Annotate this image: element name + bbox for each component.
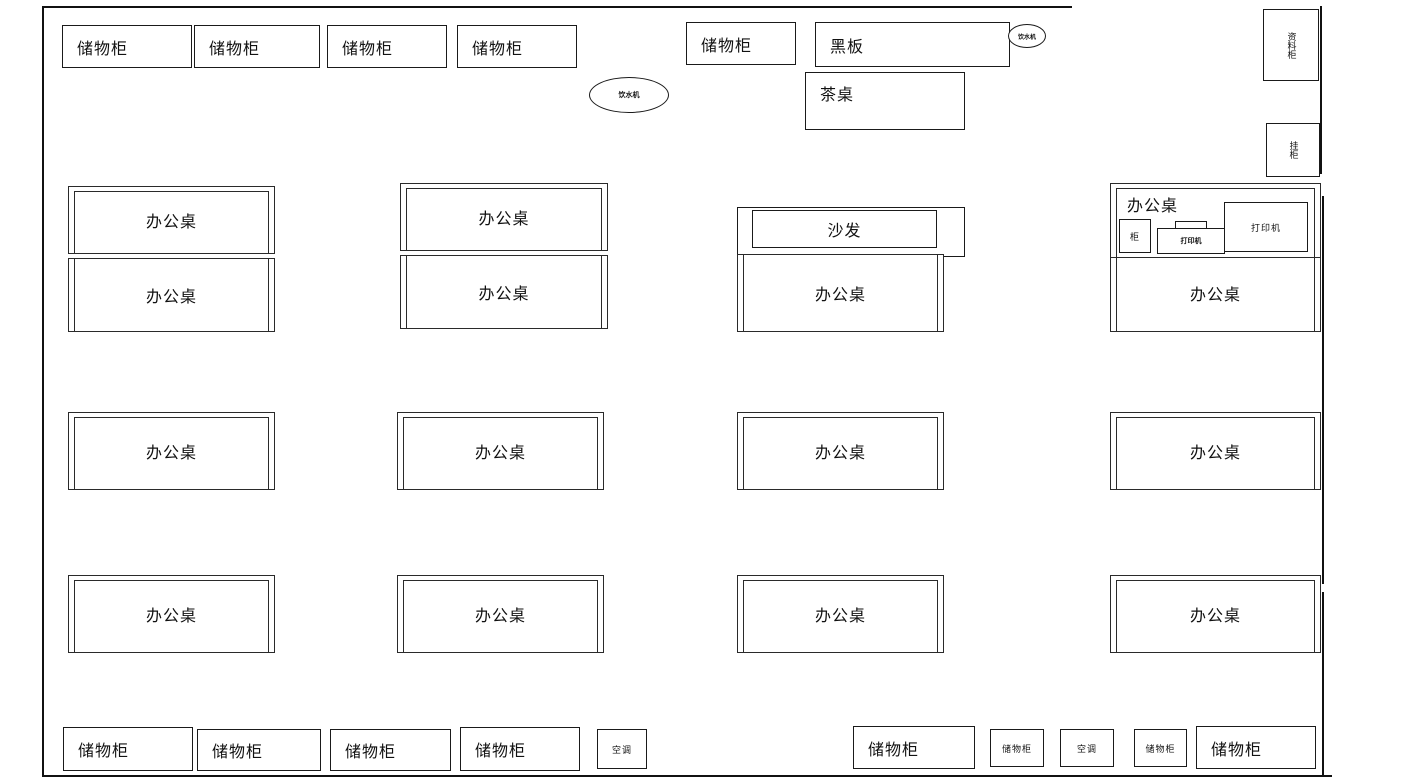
office-desk-label: 办公桌 bbox=[474, 443, 526, 462]
bottom-left-unit-label: 储物柜 bbox=[78, 741, 130, 760]
sofa[interactable]: 沙发 bbox=[752, 210, 937, 248]
bottom-right-unit-1[interactable]: 储物柜 bbox=[990, 729, 1044, 767]
office-desk-label: 办公桌 bbox=[145, 212, 197, 231]
bottom-right-unit-4[interactable]: 储物柜 bbox=[1196, 726, 1316, 769]
right-wall-upper bbox=[1320, 6, 1322, 174]
bottom-right-unit-label: 储物柜 bbox=[868, 739, 920, 759]
right-wall-mid bbox=[1322, 196, 1324, 584]
water-dispenser-label: 饮水机 bbox=[618, 91, 640, 99]
top-wall bbox=[42, 6, 1072, 8]
bottom-right-unit-2[interactable]: 空调 bbox=[1060, 729, 1114, 767]
storage-cabinet-label: 储物柜 bbox=[701, 35, 753, 55]
right-vertical-unit-label: 资料柜 bbox=[1285, 31, 1296, 59]
bottom-right-unit-label: 储物柜 bbox=[1145, 744, 1176, 755]
desk-item-0[interactable]: 柜 bbox=[1119, 219, 1151, 253]
bottom-right-unit-label: 储物柜 bbox=[1211, 739, 1263, 759]
bottom-right-unit-label: 空调 bbox=[1076, 744, 1097, 755]
bottom-wall bbox=[42, 775, 1332, 777]
office-desk[interactable]: 办公桌 bbox=[1110, 254, 1321, 332]
office-desk-label: 办公桌 bbox=[145, 443, 197, 462]
tea-table-label: 茶桌 bbox=[820, 85, 855, 104]
office-desk[interactable]: 办公桌 bbox=[397, 412, 604, 490]
office-desk-label: 办公桌 bbox=[1189, 606, 1241, 625]
bottom-right-unit-0[interactable]: 储物柜 bbox=[853, 726, 975, 769]
office-desk[interactable]: 办公桌 bbox=[397, 575, 604, 653]
office-desk-label: 办公桌 bbox=[478, 284, 530, 303]
sofa-label: 沙发 bbox=[827, 221, 862, 240]
right-vertical-unit-1[interactable]: 挂柜 bbox=[1266, 123, 1320, 177]
bottom-left-unit-1[interactable]: 储物柜 bbox=[197, 729, 321, 771]
storage-cabinet-top-2[interactable]: 储物柜 bbox=[327, 25, 447, 68]
storage-cabinet-top-1[interactable]: 储物柜 bbox=[194, 25, 320, 68]
office-desk[interactable]: 办公桌 bbox=[1110, 575, 1321, 653]
office-desk[interactable]: 办公桌 bbox=[737, 575, 944, 653]
bottom-left-unit-label: 储物柜 bbox=[345, 742, 397, 761]
office-desk[interactable]: 办公桌 bbox=[737, 412, 944, 490]
bottom-left-unit-4[interactable]: 空调 bbox=[597, 729, 647, 769]
blackboard[interactable]: 黑板 bbox=[815, 22, 1010, 67]
office-desk[interactable]: 办公桌 bbox=[400, 183, 608, 251]
right-vertical-unit-label: 挂柜 bbox=[1287, 141, 1298, 159]
office-desk-label: 办公桌 bbox=[1127, 196, 1179, 215]
office-desk-label: 办公桌 bbox=[814, 443, 866, 462]
desk-item-1[interactable]: 打印机 bbox=[1157, 228, 1225, 254]
water-dispenser-icon[interactable]: 饮水机 bbox=[589, 77, 669, 113]
office-desk[interactable]: 办公桌 bbox=[68, 186, 275, 254]
office-desk-label: 办公桌 bbox=[814, 606, 866, 625]
desk-item-label: 打印机 bbox=[1250, 223, 1281, 234]
office-desk[interactable]: 办公桌 bbox=[68, 258, 275, 332]
office-desk-label: 办公桌 bbox=[1189, 443, 1241, 462]
bottom-right-unit-3[interactable]: 储物柜 bbox=[1134, 729, 1187, 767]
office-desk-label: 办公桌 bbox=[814, 285, 866, 304]
left-wall bbox=[42, 6, 44, 776]
water-dispenser-small-icon[interactable]: 饮水机 bbox=[1008, 24, 1046, 48]
desk-item-label: 打印机 bbox=[1180, 237, 1202, 245]
office-desk[interactable]: 办公桌 bbox=[400, 255, 608, 329]
office-desk-label: 办公桌 bbox=[145, 606, 197, 625]
blackboard-label: 黑板 bbox=[830, 36, 865, 56]
bottom-left-unit-2[interactable]: 储物柜 bbox=[330, 729, 451, 771]
bottom-left-unit-label: 储物柜 bbox=[212, 742, 264, 761]
bottom-left-unit-0[interactable]: 储物柜 bbox=[63, 727, 193, 771]
right-vertical-unit-0[interactable]: 资料柜 bbox=[1263, 9, 1319, 81]
water-dispenser-small-label: 饮水机 bbox=[1017, 33, 1036, 41]
storage-cabinet-label: 储物柜 bbox=[209, 38, 261, 58]
storage-cabinet-label: 储物柜 bbox=[77, 38, 129, 58]
office-desk[interactable]: 办公桌 bbox=[68, 575, 275, 653]
right-wall-lower bbox=[1322, 592, 1324, 777]
bottom-left-unit-label: 储物柜 bbox=[475, 741, 527, 760]
office-desk-label: 办公桌 bbox=[474, 606, 526, 625]
office-desk[interactable]: 办公桌 bbox=[737, 254, 944, 332]
office-desk[interactable]: 办公桌 bbox=[68, 412, 275, 490]
office-desk-label: 办公桌 bbox=[478, 209, 530, 228]
bottom-right-unit-label: 储物柜 bbox=[1001, 744, 1032, 755]
office-desk[interactable]: 办公桌 bbox=[1110, 412, 1321, 490]
storage-cabinet-label: 储物柜 bbox=[472, 38, 524, 58]
bottom-left-unit-label: 空调 bbox=[611, 745, 632, 756]
desk-item-2[interactable]: 打印机 bbox=[1224, 202, 1308, 252]
desk-item-label: 柜 bbox=[1129, 232, 1140, 243]
office-desk-label: 办公桌 bbox=[145, 287, 197, 306]
storage-cabinet-top-3[interactable]: 储物柜 bbox=[457, 25, 577, 68]
bottom-left-unit-3[interactable]: 储物柜 bbox=[460, 727, 580, 771]
office-desk-label: 办公桌 bbox=[1189, 285, 1241, 304]
storage-cabinet-label: 储物柜 bbox=[342, 38, 394, 58]
tea-table[interactable]: 茶桌 bbox=[805, 72, 965, 130]
storage-cabinet-top-0[interactable]: 储物柜 bbox=[62, 25, 192, 68]
storage-cabinet-top-4[interactable]: 储物柜 bbox=[686, 22, 796, 65]
